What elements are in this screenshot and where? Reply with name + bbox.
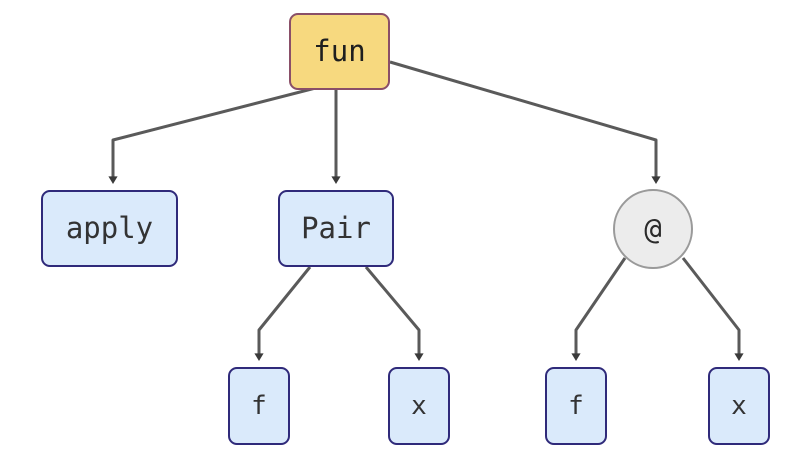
node-fun-label: fun (313, 34, 366, 68)
node-at-x-label: x (731, 391, 747, 421)
node-at-f-label: f (568, 391, 584, 421)
edge-root-to-at (389, 60, 661, 185)
node-apply-label: apply (65, 211, 154, 245)
node-pair-f-label: f (251, 391, 267, 421)
node-pair-f[interactable]: f (228, 367, 290, 445)
edge-root-to-apply (108, 80, 341, 185)
node-at[interactable]: @ (613, 189, 693, 269)
edge-at-to-at_x (681, 257, 744, 362)
node-at-label: @ (644, 211, 662, 246)
node-pair-x[interactable]: x (388, 367, 450, 445)
edge-pair-to-pair_x (364, 266, 424, 362)
edge-at-to-at_f (571, 257, 627, 362)
node-pair-x-label: x (411, 391, 427, 421)
node-at-x[interactable]: x (708, 367, 770, 445)
node-apply[interactable]: apply (41, 190, 178, 267)
node-pair-label: Pair (301, 211, 371, 245)
node-pair[interactable]: Pair (278, 190, 394, 267)
node-fun[interactable]: fun (289, 13, 390, 90)
node-at-f[interactable]: f (545, 367, 607, 445)
edge-pair-to-pair_f (254, 266, 312, 362)
